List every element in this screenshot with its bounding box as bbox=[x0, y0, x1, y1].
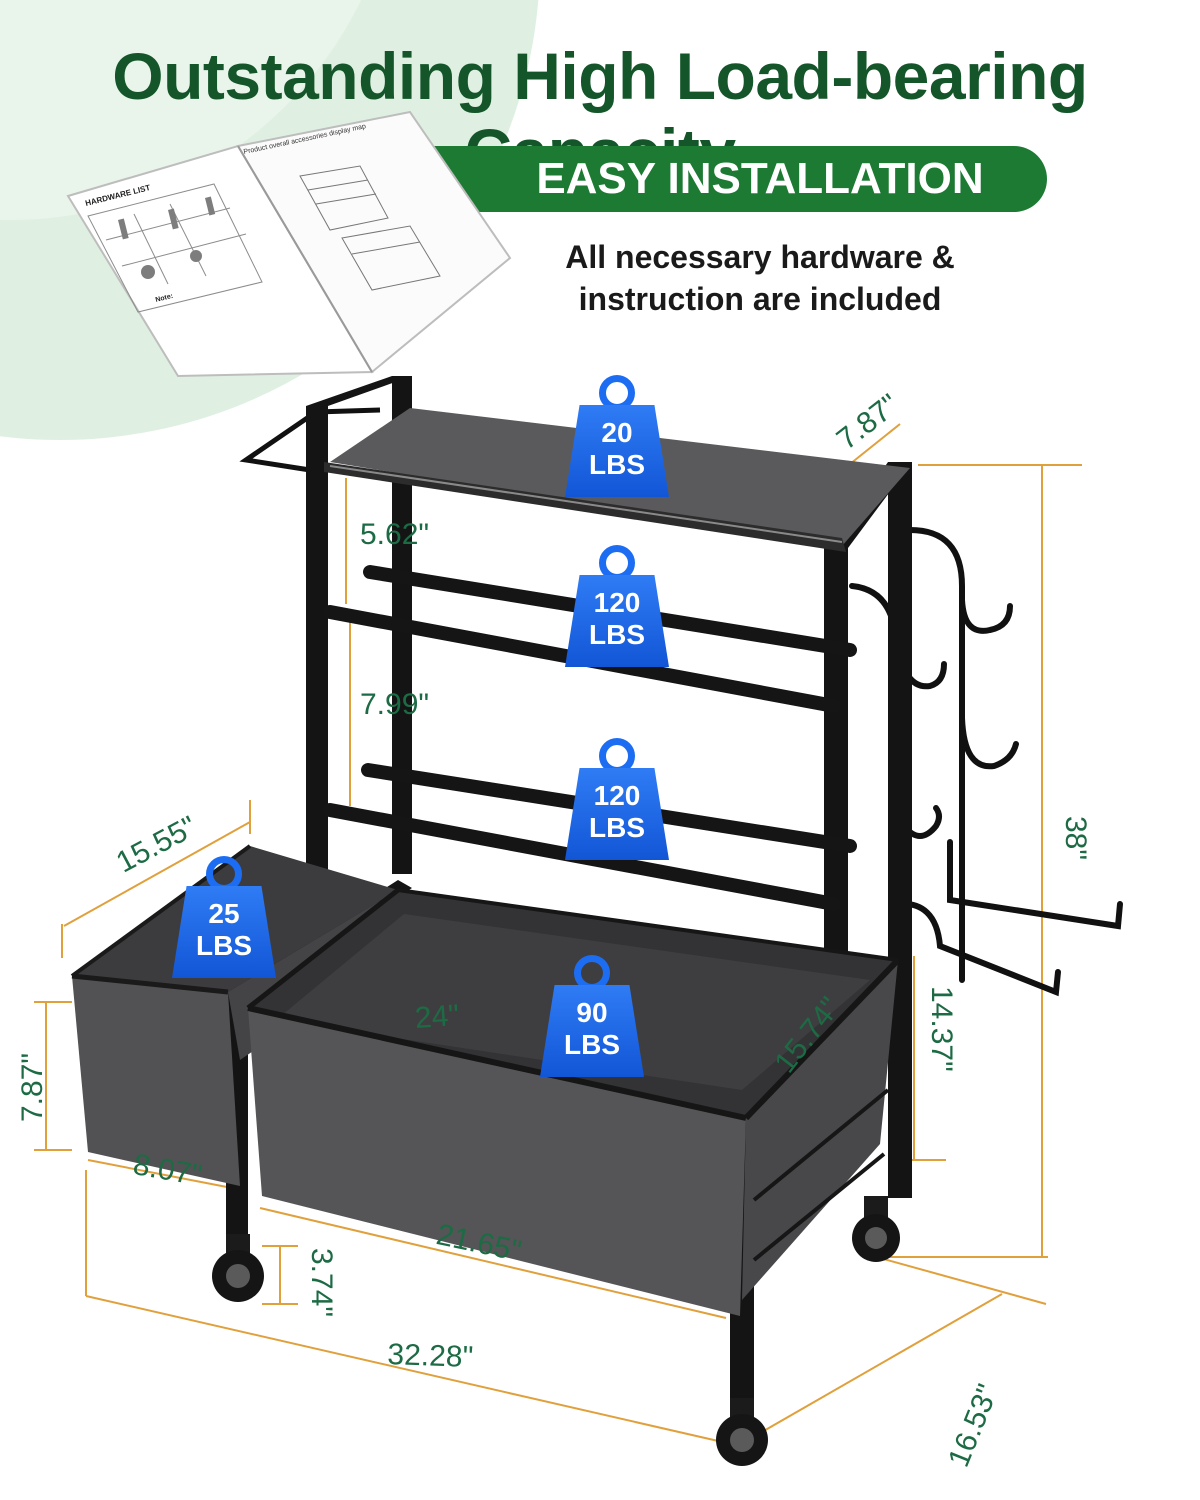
load-value: 25 bbox=[208, 898, 240, 929]
load-value: 120 bbox=[593, 780, 641, 811]
subtext-line-2: instruction are included bbox=[578, 281, 942, 317]
dim-mid-spacing: 7.99" bbox=[360, 688, 430, 721]
caster-wheels bbox=[212, 1196, 900, 1466]
load-unit: LBS bbox=[589, 449, 645, 480]
dim-side-bin-height: 7.87" bbox=[16, 1052, 49, 1122]
load-value: 90 bbox=[576, 997, 608, 1028]
weight-icon bbox=[565, 768, 669, 860]
instruction-manual: HARDWARE LIST Product overall accessorie… bbox=[66, 110, 512, 378]
subtext: All necessary hardware & instruction are… bbox=[520, 236, 1000, 320]
dim-bin-to-top-height: 14.37" bbox=[925, 986, 958, 1072]
weight-icon bbox=[172, 886, 276, 978]
load-weight-lower-rails: 120 LBS bbox=[557, 738, 677, 866]
weight-icon bbox=[565, 405, 669, 497]
load-value: 20 bbox=[601, 417, 633, 448]
load-unit: LBS bbox=[564, 1029, 620, 1060]
load-weight-top-shelf: 20 LBS bbox=[557, 375, 677, 503]
load-weight-main-bin: 90 LBS bbox=[532, 955, 652, 1083]
load-weight-upper-rails: 120 LBS bbox=[557, 545, 677, 673]
dim-wheel-height: 3.74" bbox=[305, 1248, 338, 1318]
load-value: 120 bbox=[593, 587, 641, 618]
banner-text: EASY INSTALLATION bbox=[536, 154, 984, 203]
manual-note-label: Note: bbox=[155, 293, 174, 304]
side-hooks bbox=[849, 527, 1123, 997]
dim-top-spacing: 5.62" bbox=[360, 518, 430, 551]
subtext-line-1: All necessary hardware & bbox=[565, 239, 955, 275]
main-bin bbox=[246, 888, 901, 1316]
dim-overall-width: 32.28" bbox=[386, 1338, 474, 1374]
load-weight-side-bin: 25 LBS bbox=[164, 856, 284, 984]
load-unit: LBS bbox=[196, 930, 252, 961]
load-unit: LBS bbox=[589, 812, 645, 843]
dim-main-bin-width: 24" bbox=[413, 998, 461, 1035]
load-unit: LBS bbox=[589, 619, 645, 650]
banner bbox=[375, 146, 1047, 212]
dim-total-height: 38" bbox=[1059, 816, 1092, 861]
weight-icon bbox=[565, 575, 669, 667]
weight-icon bbox=[540, 985, 644, 1077]
